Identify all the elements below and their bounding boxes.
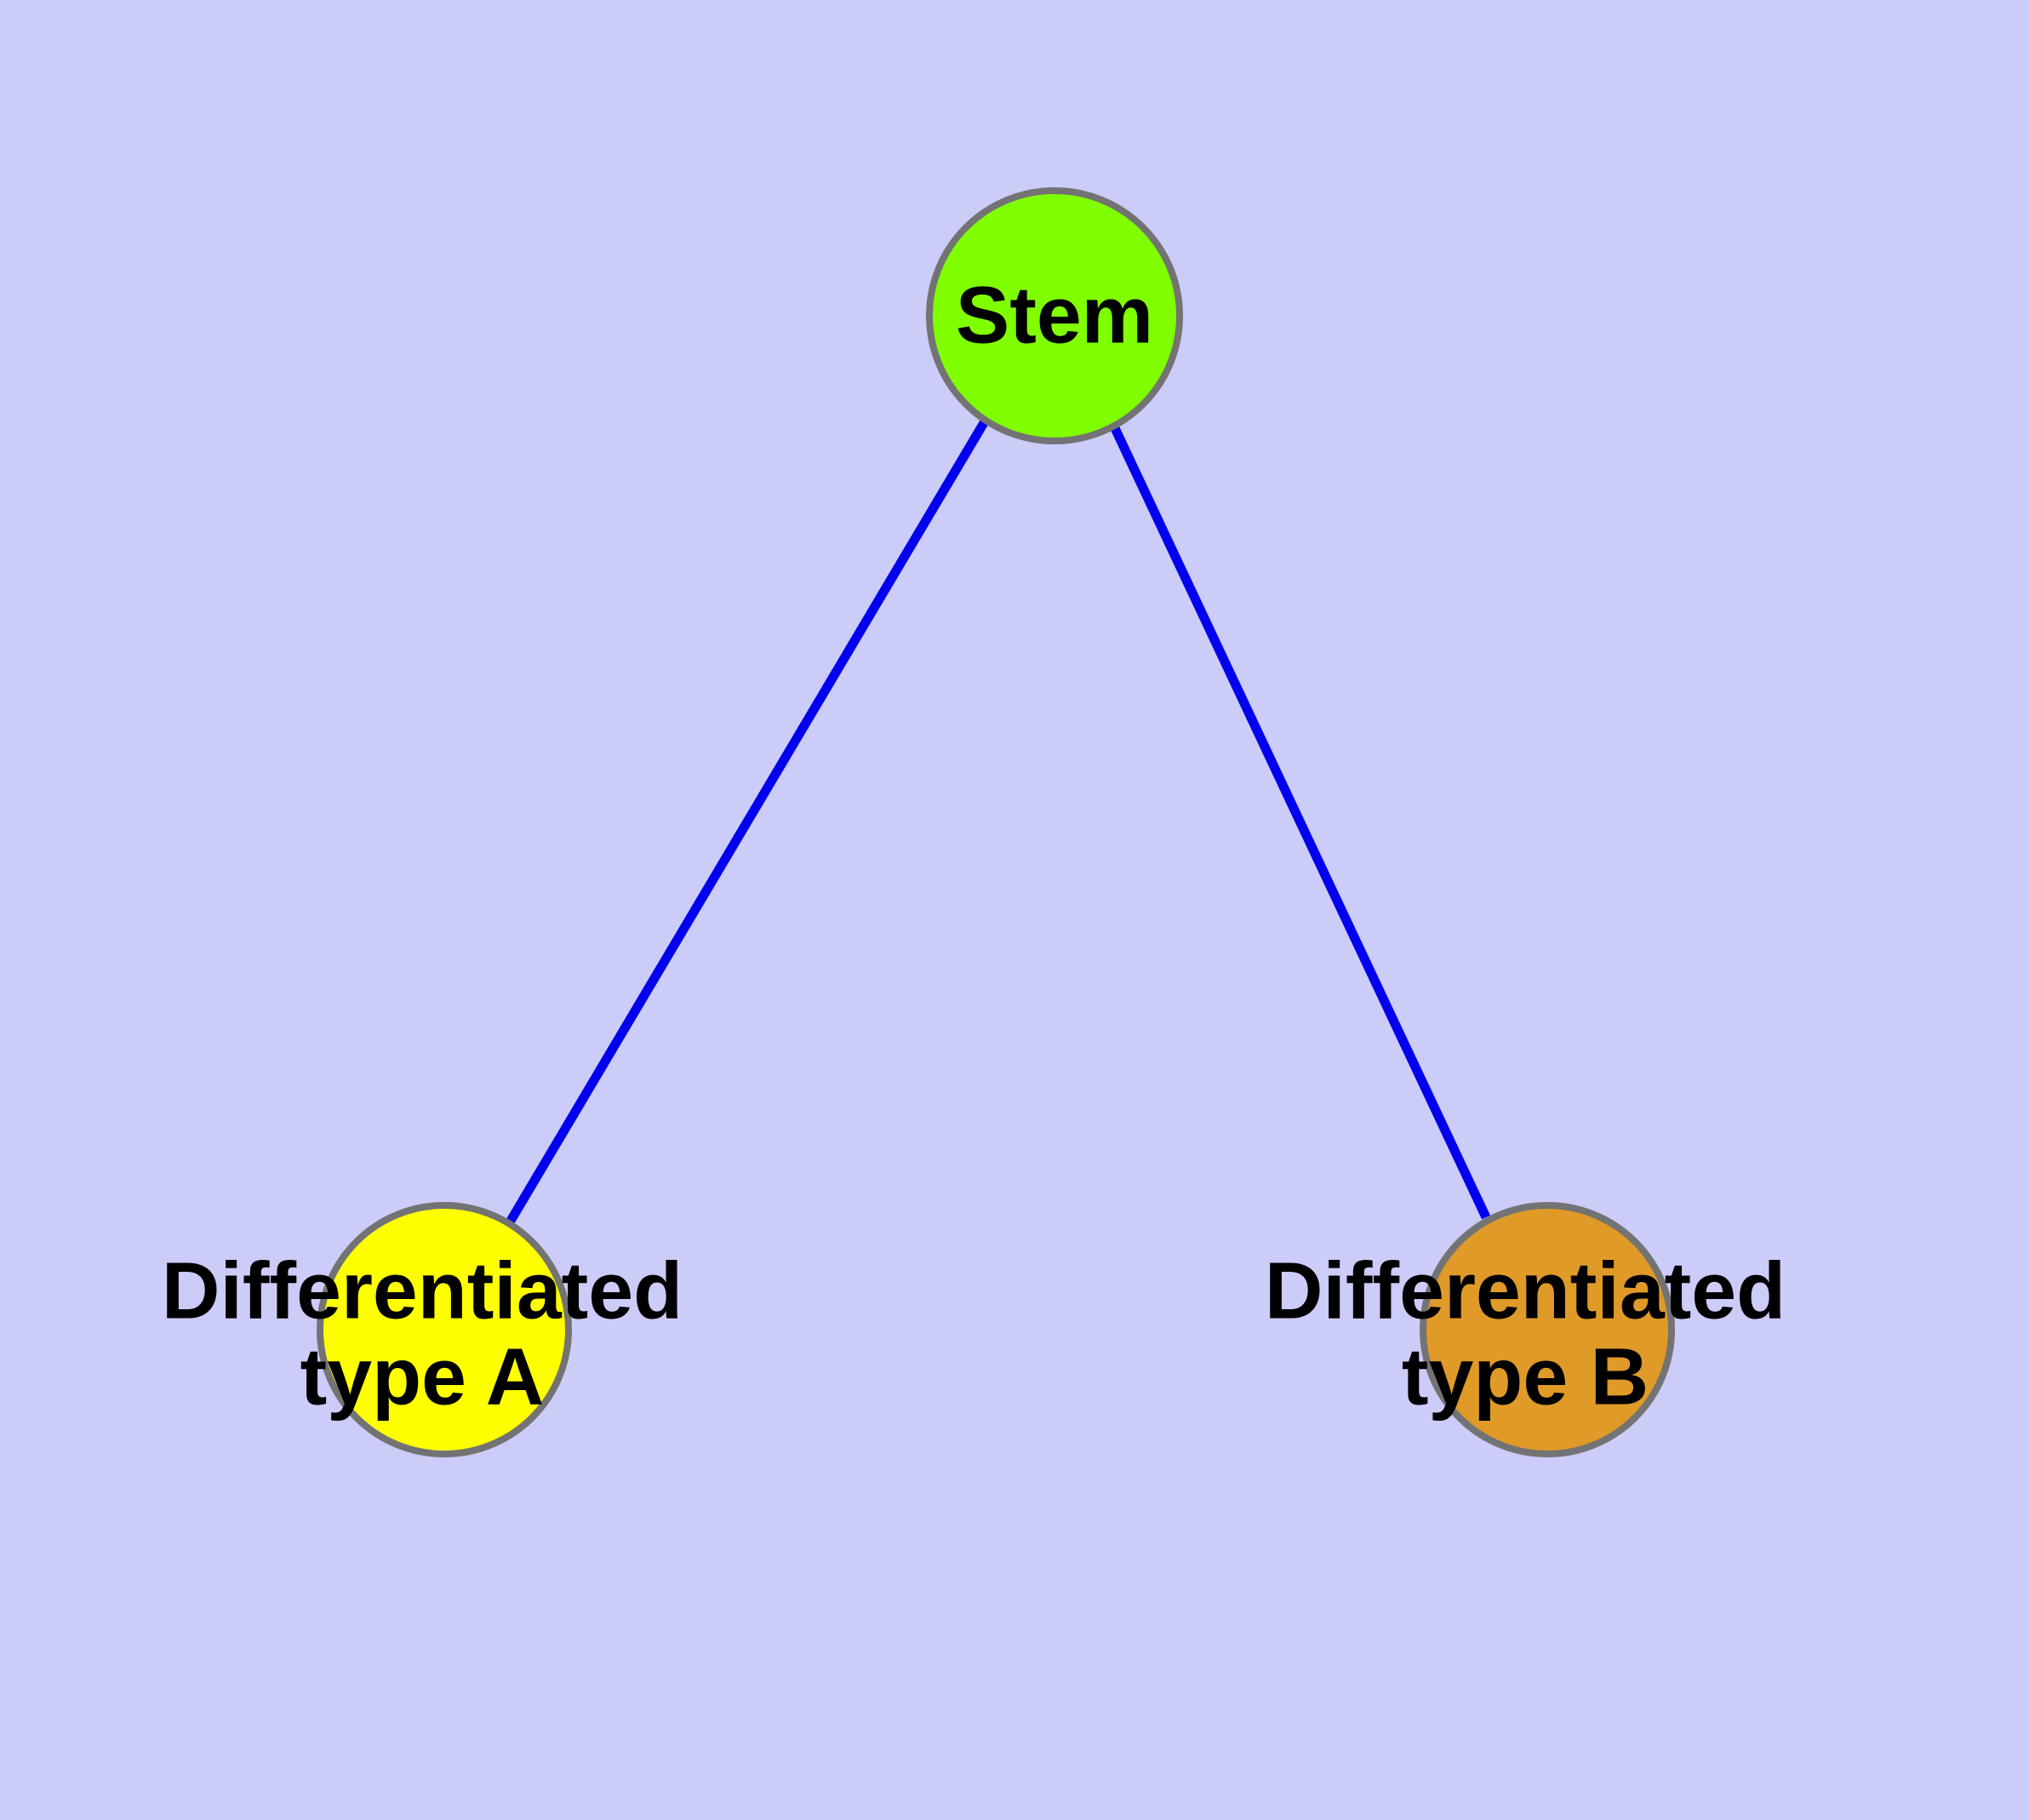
edge-stem-to-diff-b[interactable] <box>1111 426 1490 1220</box>
edge-stem-to-diff-a[interactable] <box>506 419 989 1223</box>
node-stem[interactable] <box>926 187 1183 444</box>
edge-group <box>506 419 1490 1223</box>
node-diff-a[interactable] <box>317 1202 572 1457</box>
node-diff-b[interactable] <box>1420 1202 1675 1457</box>
node-group <box>317 187 1675 1457</box>
